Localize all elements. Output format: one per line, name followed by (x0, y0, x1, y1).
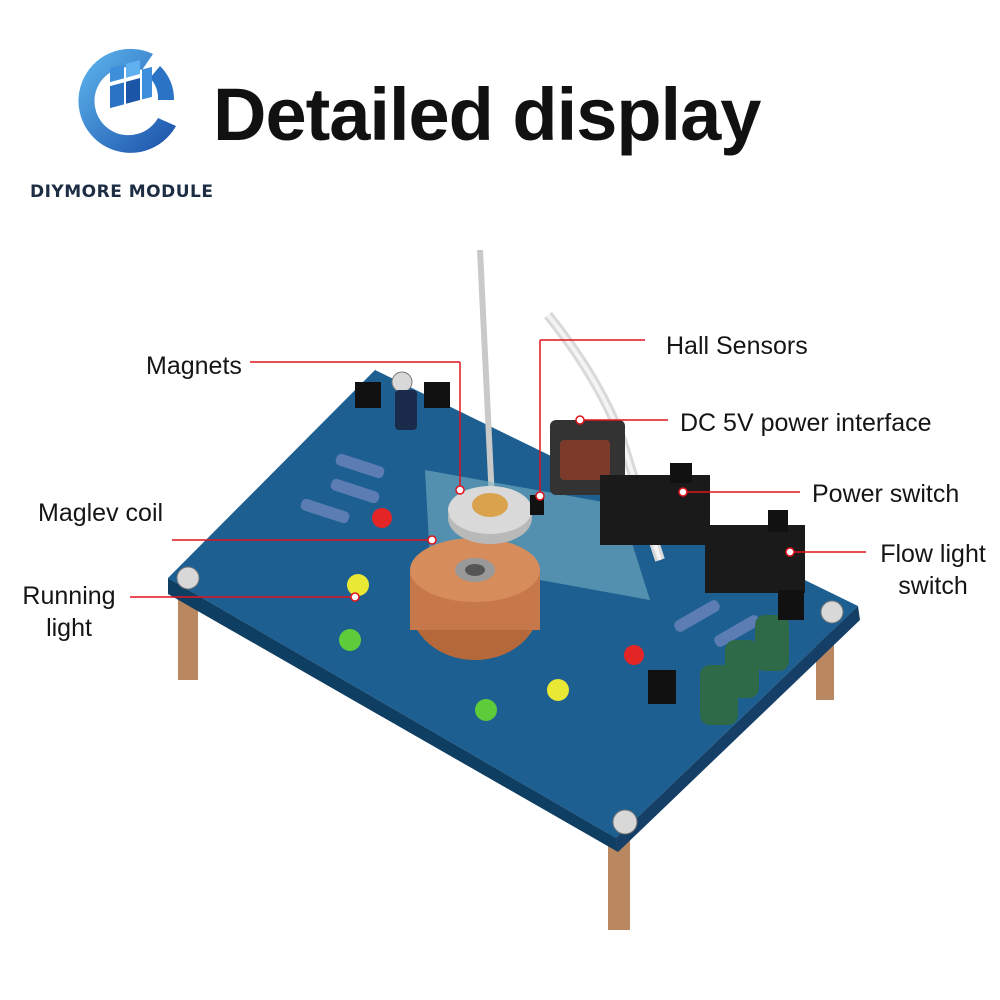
callout-flow-light-switch: Flow light switch (872, 538, 994, 602)
pcb-leg-front (608, 830, 630, 930)
screw-icon (391, 371, 413, 393)
led-red (624, 645, 644, 665)
screw-icon (612, 809, 638, 835)
page-title: Detailed display (213, 73, 761, 156)
callout-magnets: Magnets (146, 352, 242, 380)
callout-dc-power-interface: DC 5V power interface (680, 409, 932, 437)
power-switch (600, 475, 710, 545)
led-green (475, 699, 497, 721)
callout-flow-light-switch-line2: switch (898, 572, 968, 600)
callout-hall-sensors: Hall Sensors (666, 332, 808, 360)
transistor (778, 590, 804, 620)
callout-running-light: Running light (10, 580, 128, 644)
led-yellow (547, 679, 569, 701)
brand-logo (78, 48, 176, 153)
capacitor (755, 615, 789, 671)
led-red (372, 508, 392, 528)
callout-running-light-line2: light (46, 614, 92, 642)
callout-power-switch: Power switch (812, 480, 960, 508)
screw-icon (820, 600, 844, 624)
capacitor (725, 640, 759, 698)
screw-icon (176, 566, 200, 590)
led-green (339, 629, 361, 651)
pcb-leg-left (178, 600, 198, 680)
transistor (648, 670, 676, 704)
callout-flow-light-switch-line1: Flow light (880, 540, 986, 568)
levitating-rod (477, 249, 495, 501)
callout-running-light-line1: Running (22, 582, 116, 610)
led-yellow (347, 574, 369, 596)
flow-light-switch (705, 525, 805, 593)
callout-maglev-coil: Maglev coil (38, 499, 164, 527)
brand-name: DIYMORE MODULE (30, 182, 214, 202)
